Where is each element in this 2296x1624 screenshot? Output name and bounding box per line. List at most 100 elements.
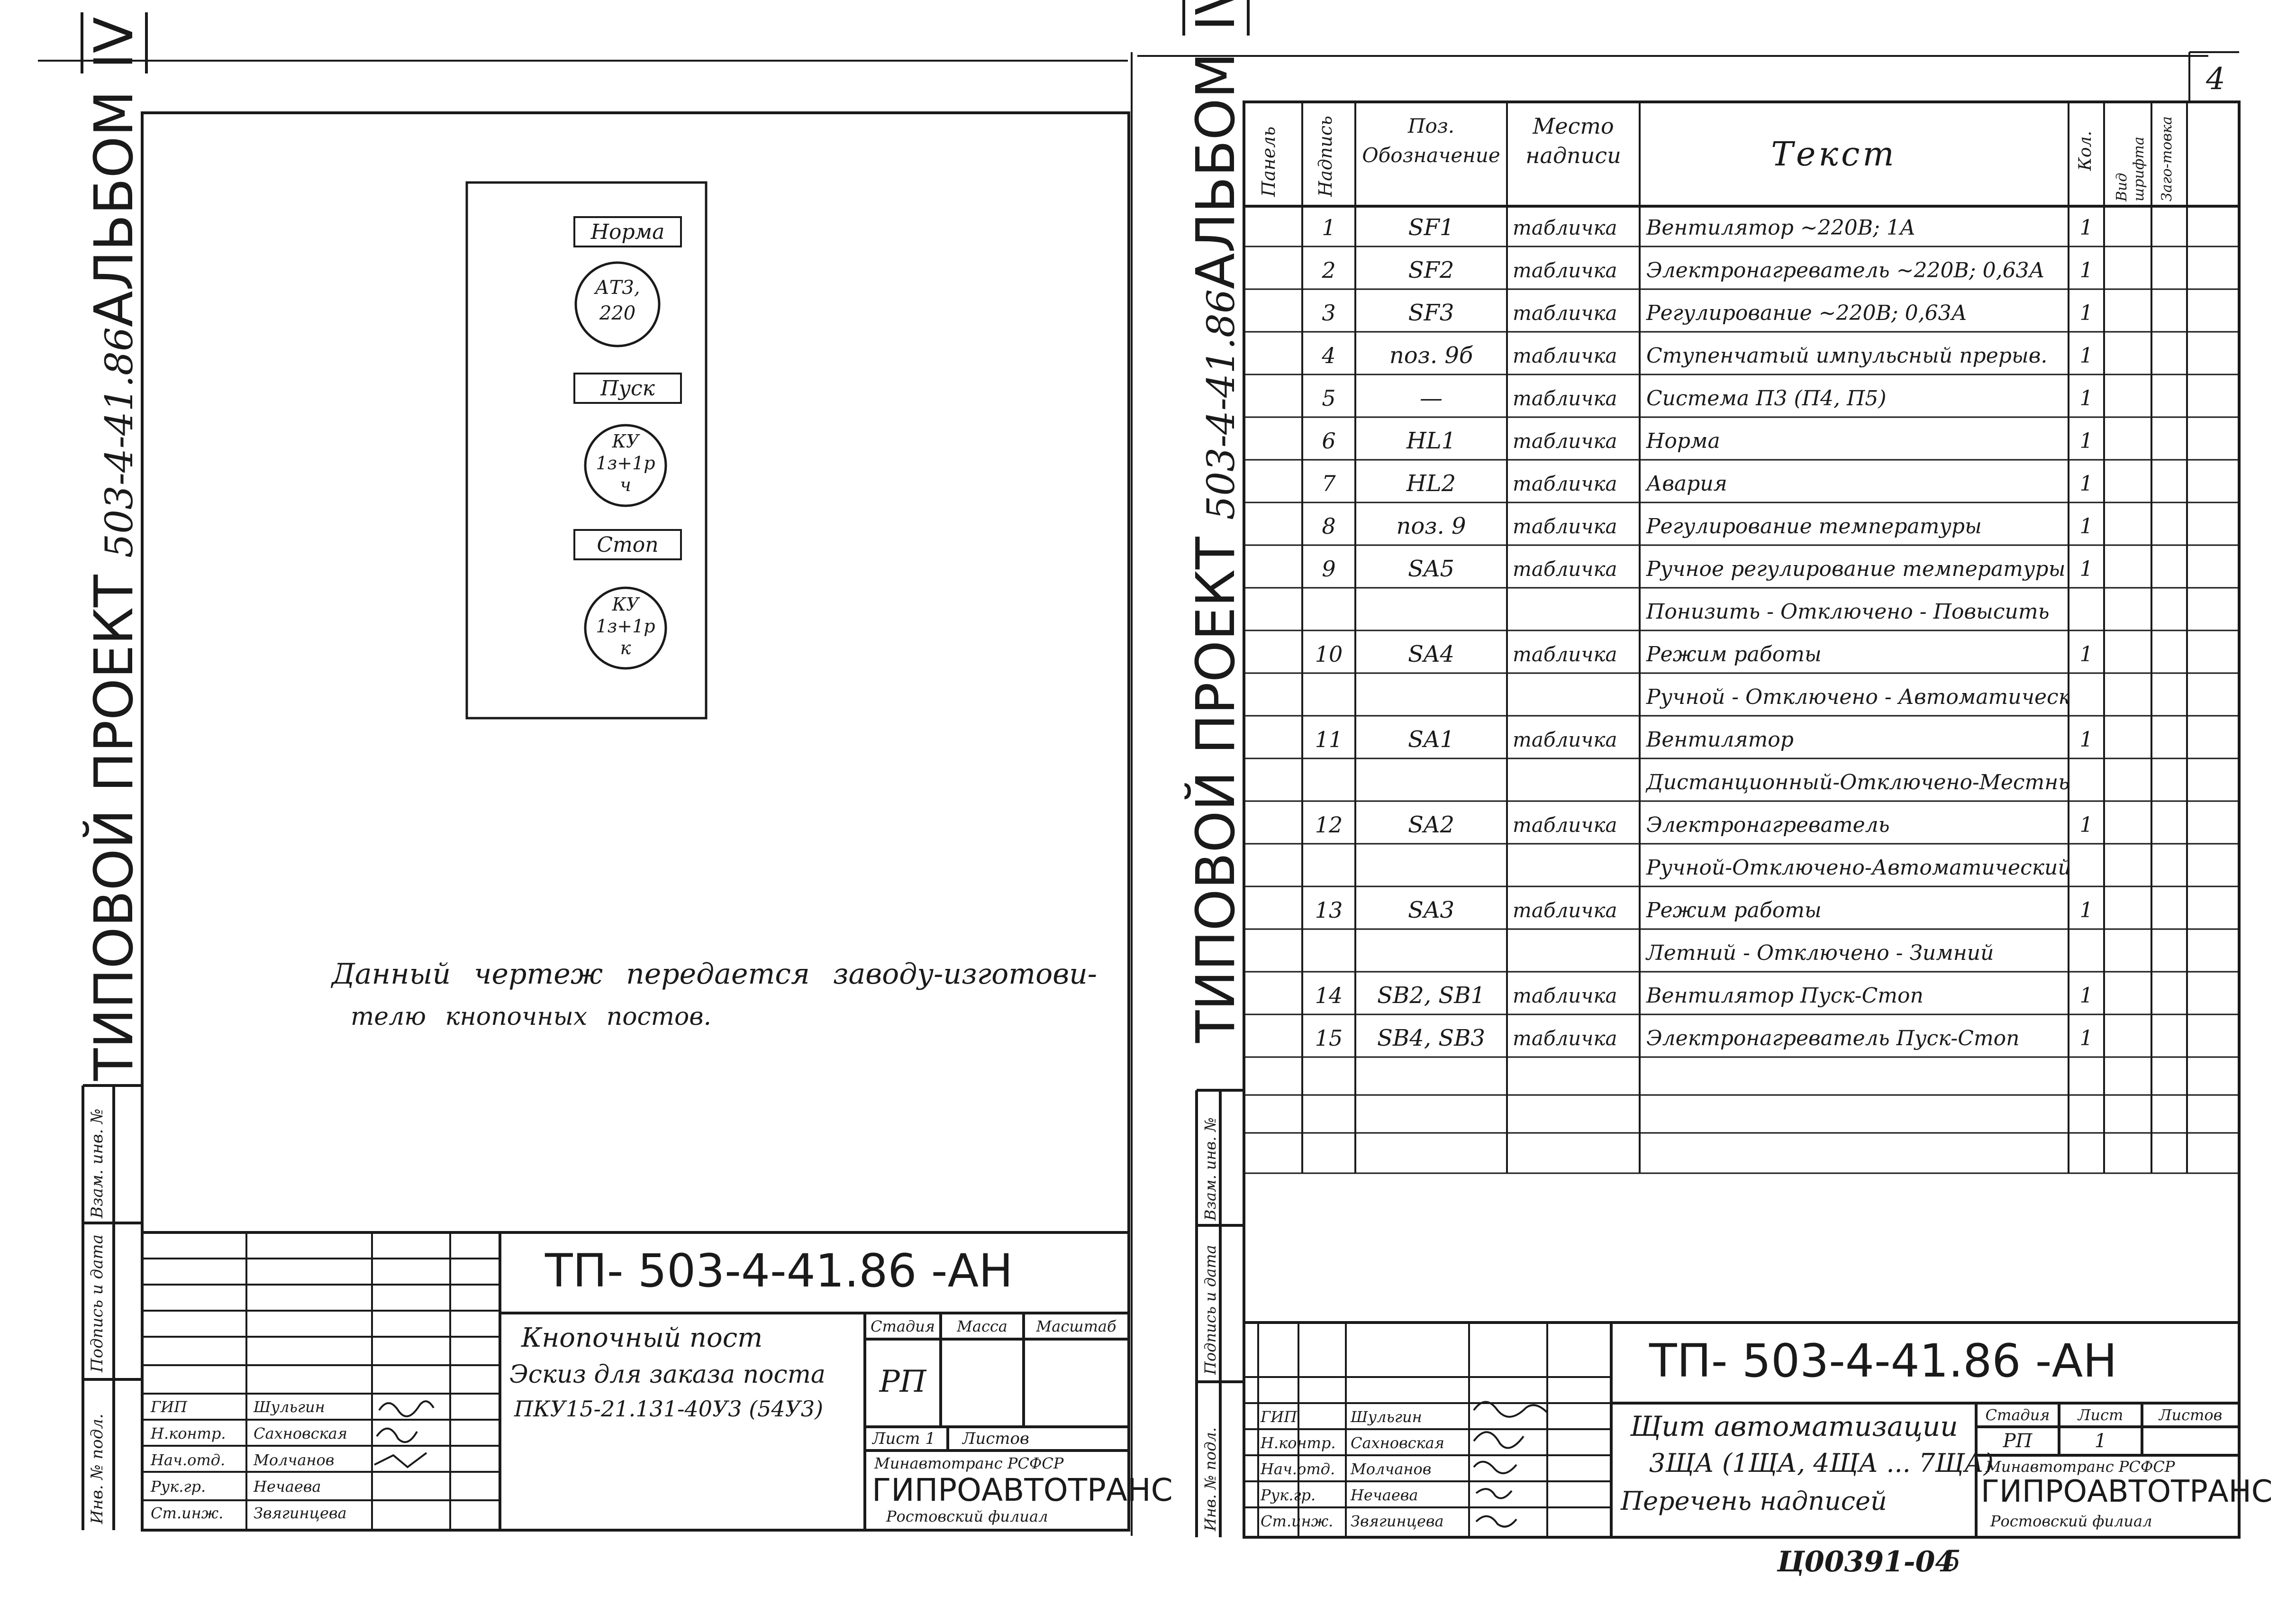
cell-pos: SA4	[1407, 641, 1455, 667]
button2-marking: КУ 1з+1р к	[585, 593, 666, 659]
left-mass-header: Масса	[957, 1317, 1007, 1335]
header-pos-line1: Поз.	[1407, 114, 1455, 137]
cell-n	[1302, 931, 1355, 974]
left-org: ГИПРОАВТОТРАНС	[872, 1472, 1173, 1508]
cell-text: Вентилятор Пуск-Стоп	[1646, 983, 1924, 1008]
cell-text: Система П3 (П4, П5)	[1646, 386, 1887, 411]
right-doc-code: ТП- 503-4-41.86 -АН	[1649, 1334, 2117, 1387]
cell-qty: 1	[2079, 812, 2093, 837]
cell-qty: 1	[2079, 557, 2093, 581]
right-role-5: Ст.инж.	[1261, 1512, 1334, 1530]
cell-place: табличка	[1513, 472, 1617, 495]
right-role-2: Н.контр.	[1261, 1434, 1336, 1452]
cell-place	[1507, 675, 1640, 718]
album-title-text: ТИПОВОЙ ПРОЕКТ	[1185, 537, 1247, 1043]
left-desc-line2: Эскиз для заказа поста	[509, 1360, 826, 1389]
left-sheet-label: Лист 1	[872, 1429, 935, 1448]
button1-marking: КУ 1з+1р ч	[585, 430, 666, 496]
cell-place: табличка	[1513, 898, 1617, 922]
cell-n: 1	[1322, 215, 1336, 240]
header-blank: Заго-товка	[2159, 116, 2175, 201]
header-place-line1: Место	[1533, 113, 1614, 139]
cell-text: Электронагреватель ~220В; 0,63А	[1646, 258, 2045, 283]
left-name-1: Шульгин	[254, 1398, 325, 1416]
cell-pos	[1355, 846, 1507, 889]
button1-line3: ч	[620, 474, 631, 495]
right-name-1: Шульгин	[1351, 1408, 1422, 1426]
cell-text: Ручное регулирование температуры	[1646, 557, 2066, 581]
cell-pos: поз. 9б	[1389, 342, 1473, 369]
panel-label-pusk: Пуск	[600, 376, 655, 401]
cell-qty: 1	[2079, 642, 2093, 666]
panel-label-norma: Норма	[590, 219, 665, 244]
cell-pos	[1355, 675, 1507, 718]
cell-n: 12	[1315, 812, 1343, 838]
left-stage-header: Стадия	[871, 1317, 935, 1335]
cell-text: Ручной-Отключено-Автоматический	[1646, 855, 2069, 880]
cell-text: Летний - Отключено - Зимний	[1646, 940, 1994, 965]
cell-n: 5	[1322, 385, 1336, 411]
right-name-2: Сахновская	[1351, 1434, 1444, 1452]
album-code-text: 503-4-41.86	[1199, 289, 1243, 520]
cell-qty: 1	[2079, 471, 2093, 496]
cell-qty: 1	[2079, 258, 2093, 283]
button1-line2: 1з+1р	[596, 453, 655, 474]
cell-n: 4	[1322, 343, 1336, 368]
right-roles: ГИП Н.контр. Нач.отд. Рук.гр. Ст.инж.	[1261, 1404, 1336, 1534]
cell-text: Электронагреватель Пуск-Стоп	[1646, 1026, 2020, 1050]
left-scale-header: Масштаб	[1036, 1317, 1116, 1335]
cell-place: табличка	[1513, 728, 1617, 751]
right-ministry: Минавтотранс РСФСР	[1986, 1458, 2175, 1476]
right-name-3: Молчанов	[1351, 1460, 1432, 1478]
cell-qty	[2069, 590, 2104, 633]
right-names: Шульгин Сахновская Молчанов Нечаева Звяг…	[1351, 1404, 1444, 1534]
right-side-label-1: Взам. инв. №	[1201, 1117, 1219, 1221]
cell-place: табличка	[1513, 642, 1617, 666]
cell-n: 15	[1315, 1025, 1343, 1051]
cell-place: табличка	[1513, 813, 1617, 837]
right-name-5: Звягинцева	[1351, 1512, 1444, 1530]
cell-place: табличка	[1513, 514, 1617, 538]
cell-pos: поз. 9	[1396, 513, 1466, 539]
cell-pos: SA5	[1407, 556, 1455, 582]
cell-pos: SA1	[1407, 726, 1455, 753]
right-role-4: Рук.гр.	[1261, 1486, 1316, 1504]
header-pos-line2: Обозначение	[1362, 144, 1500, 167]
right-side-label-3: Инв. № подл.	[1201, 1427, 1219, 1531]
cell-n	[1302, 590, 1355, 633]
cell-place: табличка	[1513, 557, 1617, 581]
cell-pos: SF2	[1408, 257, 1454, 283]
header-panel: Панель	[1258, 126, 1279, 197]
cell-qty: 1	[2079, 301, 2093, 325]
cell-qty: 1	[2079, 514, 2093, 538]
left-role-3: Нач.отд.	[151, 1451, 226, 1469]
panel-label-stop: Стоп	[597, 532, 659, 557]
left-doc-code: ТП- 503-4-41.86 -АН	[545, 1244, 1013, 1297]
button1-line1: КУ	[612, 431, 639, 452]
cell-pos: HL2	[1406, 470, 1456, 497]
album-word-text: АЛЬБОМ	[1185, 52, 1247, 290]
header-place-line2: надписи	[1525, 143, 1621, 168]
lamp-marking: АТ3, 220	[576, 275, 659, 326]
left-role-5: Ст.инж.	[151, 1504, 224, 1522]
cell-place	[1507, 761, 1640, 803]
button2-line2: 1з+1р	[596, 616, 655, 637]
cell-text: Понизить - Отключено - Повысить	[1646, 599, 2050, 624]
left-sheets-label: Листов	[962, 1429, 1029, 1448]
right-role-1: ГИП	[1261, 1408, 1297, 1426]
header-place: Место надписи	[1507, 111, 1640, 170]
cell-pos: SF1	[1408, 214, 1454, 241]
left-name-4: Нечаева	[254, 1478, 321, 1496]
lamp-line1: АТ3,	[595, 277, 640, 299]
right-sheets-header: Листов	[2159, 1406, 2223, 1424]
cell-n	[1302, 761, 1355, 803]
left-name-3: Молчанов	[254, 1451, 335, 1469]
right-desc-line2: 3ЩА (1ЩА, 4ЩА ... 7ЩА)	[1649, 1448, 1994, 1478]
cell-text: Дистанционный-Отключено-Местный	[1646, 770, 2069, 794]
cell-place: табличка	[1513, 984, 1617, 1007]
left-side-label-3: Инв. № подл.	[88, 1414, 107, 1524]
left-roles: ГИП Н.контр. Нач.отд. Рук.гр. Ст.инж.	[151, 1394, 226, 1526]
cell-qty: 1	[2079, 727, 2093, 752]
left-album-title: ТИПОВОЙ ПРОЕКТ 503-4-41.86АЛЬБОМ IV	[81, 12, 148, 1081]
